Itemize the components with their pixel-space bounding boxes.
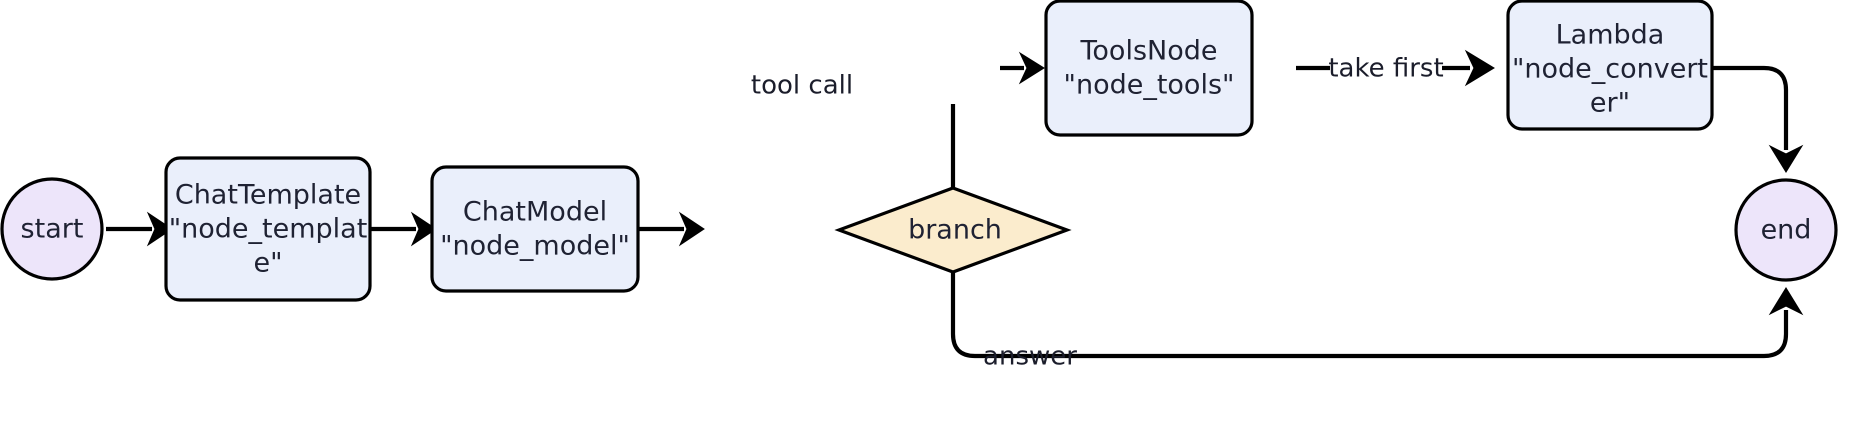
edge-label-tool-call: tool call [751,71,853,101]
arrow-head-icon [1768,287,1804,316]
arrow-head-icon [146,211,173,247]
chat-model-box[interactable] [430,165,640,293]
edge-label-group: tool call take first answer [751,54,1444,372]
lambda-line3: er" [1590,88,1630,119]
lambda-line1: Lambda [1556,20,1665,51]
end-circle[interactable] [1734,178,1838,282]
edge-branch-to-end-answer [950,272,1804,359]
edge-chattemplate-to-chatmodel [370,211,437,247]
edge-label-answer: answer [983,342,1077,372]
node-chat-template[interactable]: ChatTemplate "node_templat e" [164,156,372,302]
arrow-head-icon [410,211,437,247]
chat-model-line1: ChatModel [463,197,607,228]
chat-template-line2: "node_templat [169,214,368,245]
edge-branch-to-toolsnode [950,51,1045,188]
edge-chatmodel-to-branch [638,211,705,247]
edge-lambda-to-end [1712,65,1804,173]
tools-node-box[interactable] [1044,0,1254,137]
end-label: end [1761,215,1812,246]
edge-toolsnode-to-lambda [1296,49,1495,87]
chat-template-box[interactable] [164,156,372,302]
edge-label-take-first: take first [1328,54,1443,84]
start-circle[interactable] [0,177,104,281]
arrow-head-icon [1018,51,1045,85]
branch-label: branch [908,215,1002,246]
lambda-box[interactable] [1506,0,1714,131]
arrow-head-icon [1768,144,1804,173]
tools-node-line2: "node_tools" [1064,70,1235,101]
arrow-head-icon [1464,49,1495,87]
node-chat-model[interactable]: ChatModel "node_model" [430,165,640,293]
node-tools[interactable]: ToolsNode "node_tools" [1044,0,1254,137]
node-lambda[interactable]: Lambda "node_convert er" [1506,0,1714,131]
edge-start-to-chattemplate [106,211,173,247]
start-label: start [21,214,84,245]
chat-template-line1: ChatTemplate [175,180,361,211]
chat-template-line3: e" [253,248,282,279]
tools-node-line1: ToolsNode [1080,36,1218,67]
arrow-head-icon [678,211,705,247]
lambda-line2: "node_convert [1512,54,1708,85]
edge-line [1712,65,1789,150]
edge-line [950,272,1789,359]
node-start[interactable]: start [0,177,104,281]
branch-diamond[interactable] [834,186,1072,274]
node-end[interactable]: end [1734,178,1838,282]
node-branch[interactable]: branch [834,186,1072,274]
chat-model-line2: "node_model" [440,231,630,262]
